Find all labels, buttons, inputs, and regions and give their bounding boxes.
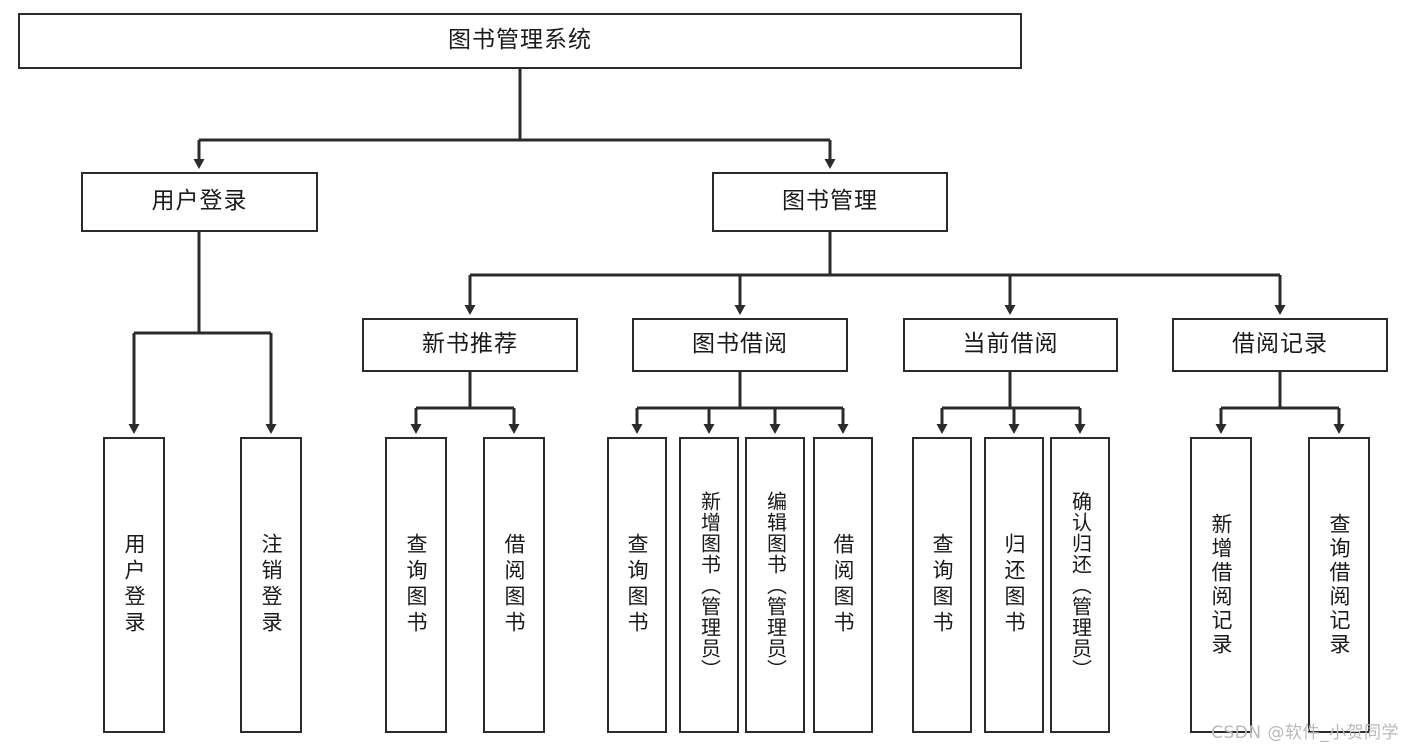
node-book-borrow[interactable]: 图书借阅 bbox=[632, 318, 848, 372]
node-leaf-query-borrow-record[interactable]: 查询借阅记录 bbox=[1308, 437, 1370, 733]
node-label: 借阅记录 bbox=[1232, 331, 1328, 358]
node-leaf-add-borrow-record[interactable]: 新增借阅记录 bbox=[1190, 437, 1252, 733]
node-label: 新增借阅记录 bbox=[1209, 513, 1234, 657]
node-label: 查询图书 bbox=[404, 533, 429, 637]
node-label: 编辑图书（管理员） bbox=[763, 490, 788, 680]
node-leaf-edit-book[interactable]: 编辑图书（管理员） bbox=[745, 437, 805, 733]
node-label: 图书借阅 bbox=[692, 331, 788, 358]
node-label: 借阅图书 bbox=[831, 533, 856, 637]
node-leaf-user-login[interactable]: 用户登录 bbox=[103, 437, 165, 733]
node-current-borrow[interactable]: 当前借阅 bbox=[903, 318, 1118, 372]
node-label: 查询借阅记录 bbox=[1327, 513, 1352, 657]
node-book-management[interactable]: 图书管理 bbox=[712, 172, 948, 232]
node-label: 用户登录 bbox=[151, 188, 248, 215]
node-label: 注销登录 bbox=[259, 533, 284, 637]
node-leaf-add-book[interactable]: 新增图书（管理员） bbox=[679, 437, 739, 733]
node-label: 查询图书 bbox=[930, 533, 955, 637]
node-label: 用户登录 bbox=[122, 533, 147, 637]
node-leaf-return-book[interactable]: 归还图书 bbox=[984, 437, 1044, 733]
node-label: 归还图书 bbox=[1002, 533, 1027, 637]
node-leaf-query-book-1[interactable]: 查询图书 bbox=[385, 437, 447, 733]
node-label: 查询图书 bbox=[625, 533, 650, 637]
node-leaf-query-book-3[interactable]: 查询图书 bbox=[912, 437, 972, 733]
node-book-management-system[interactable]: 图书管理系统 bbox=[18, 13, 1022, 69]
node-label: 确认归还（管理员） bbox=[1068, 490, 1093, 680]
node-label: 当前借阅 bbox=[962, 331, 1059, 358]
watermark: CSDN @软件_小贺同学 bbox=[1211, 723, 1399, 743]
node-new-book-recommend[interactable]: 新书推荐 bbox=[362, 318, 578, 372]
node-leaf-confirm-return[interactable]: 确认归还（管理员） bbox=[1050, 437, 1110, 733]
node-leaf-logout-login[interactable]: 注销登录 bbox=[240, 437, 302, 733]
node-label: 新增图书（管理员） bbox=[697, 490, 722, 680]
node-user-login[interactable]: 用户登录 bbox=[81, 172, 318, 232]
node-label: 借阅图书 bbox=[502, 533, 527, 637]
node-leaf-borrow-book-2[interactable]: 借阅图书 bbox=[813, 437, 873, 733]
node-leaf-query-book-2[interactable]: 查询图书 bbox=[607, 437, 667, 733]
node-borrow-record[interactable]: 借阅记录 bbox=[1172, 318, 1388, 372]
node-leaf-borrow-book-1[interactable]: 借阅图书 bbox=[483, 437, 545, 733]
node-label: 新书推荐 bbox=[422, 331, 518, 358]
node-label: 图书管理 bbox=[782, 188, 878, 215]
node-label: 图书管理系统 bbox=[448, 27, 592, 54]
